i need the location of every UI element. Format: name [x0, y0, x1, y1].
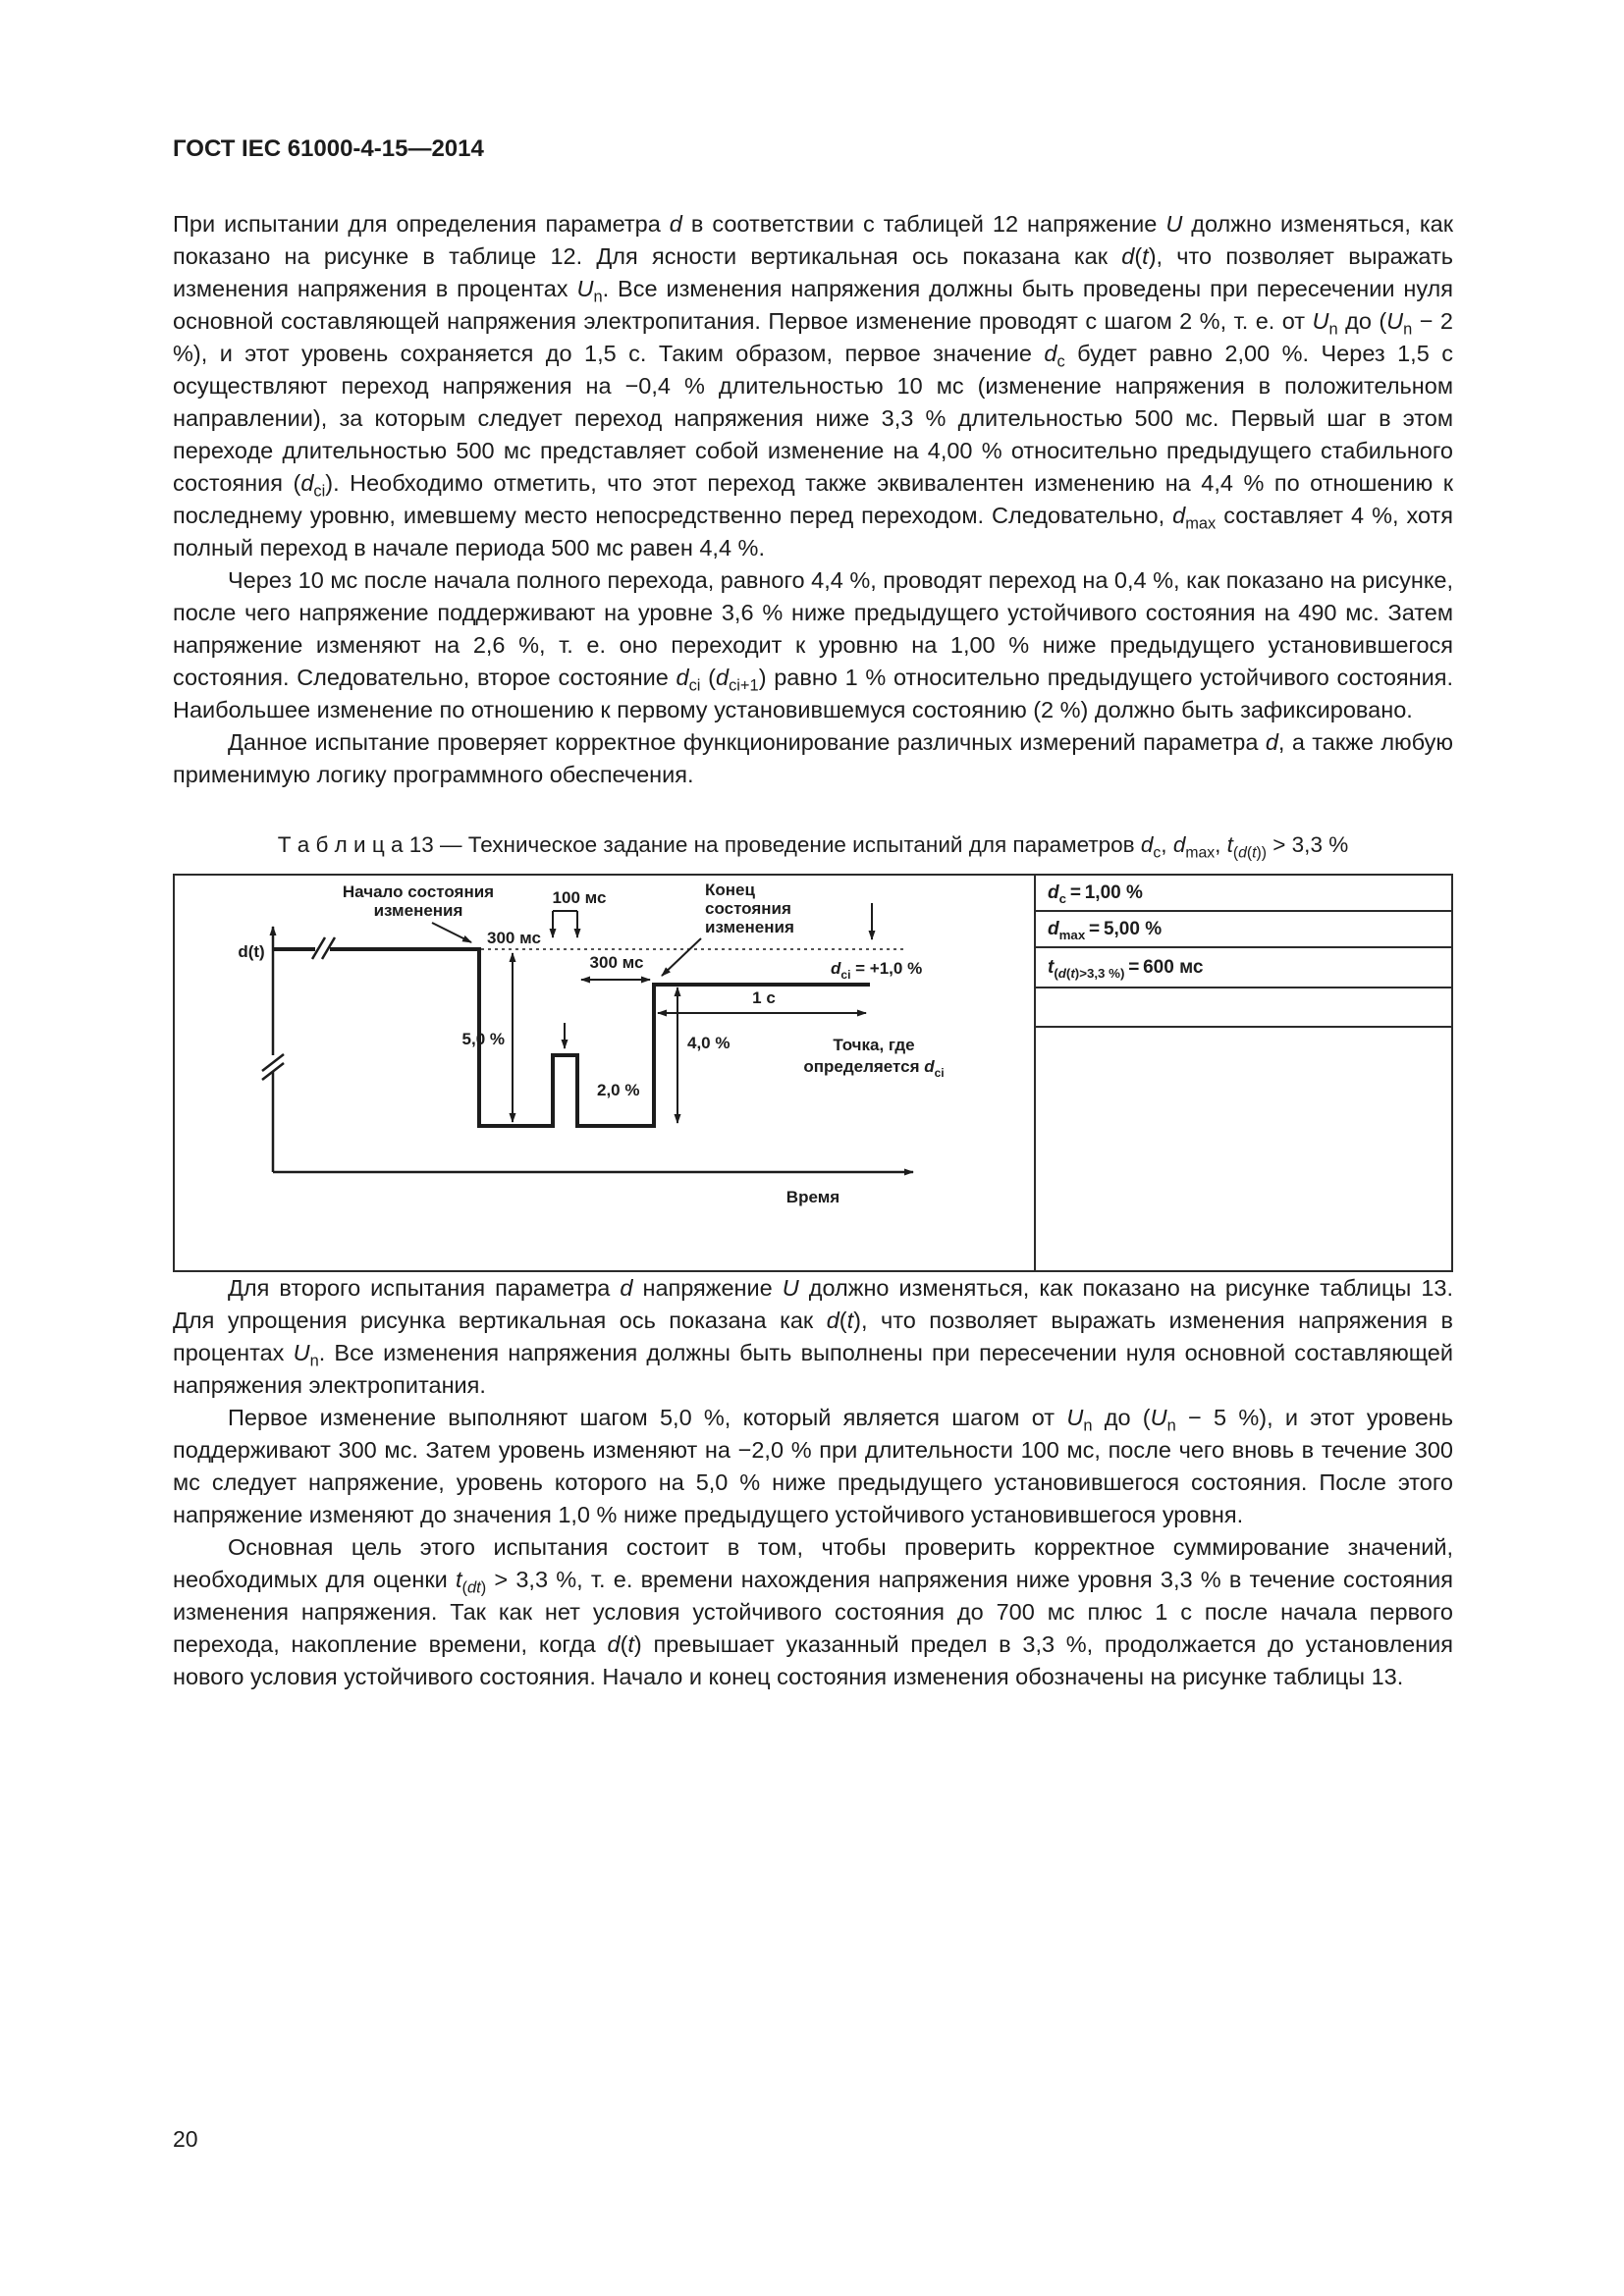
measure-5pct-label: 5,0 % — [462, 1030, 505, 1048]
measure-4pct-label: 4,0 % — [687, 1034, 730, 1052]
table-13: d(t) Время — [173, 874, 1453, 1272]
paragraph-2: Через 10 мс после начала полного переход… — [173, 567, 1454, 722]
start-of-change-arrow — [431, 922, 472, 943]
param-dc: dc = 1,00 % — [1036, 876, 1451, 912]
paragraph-5: Первое изменение выполняют шагом 5,0 %, … — [173, 1405, 1453, 1527]
y-axis-label: d(t) — [238, 942, 264, 961]
waveform-figure-cell: d(t) Время — [175, 876, 1034, 1270]
axis-break-top-line — [310, 936, 337, 960]
end-of-change-label-line1: Конец — [705, 881, 755, 899]
duration-300ms-second-label: 300 мс — [590, 953, 644, 972]
page-content: ГОСТ IEC 61000-4-15—2014 При испытании д… — [173, 135, 1453, 1693]
param-dmax: dmax = 5,00 % — [1036, 912, 1451, 948]
waveform-figure: d(t) Время — [238, 881, 944, 1206]
measure-2pct-label: 2,0 % — [597, 1081, 639, 1099]
paragraph-1: При испытании для определения параметра … — [173, 211, 1454, 561]
dci-point-label-line1: Точка, где — [833, 1036, 914, 1054]
end-of-change-arrow — [661, 937, 702, 977]
param-empty-row — [1036, 988, 1451, 1028]
end-of-change-label-line3: изменения — [705, 918, 794, 936]
axis-break-y-axis — [261, 1053, 285, 1081]
table-13-params: dc = 1,00 % dmax = 5,00 % t(d(t)>3,3 %) … — [1034, 876, 1451, 1270]
end-of-change-label-line2: состояния — [705, 899, 791, 918]
dci-value-label: dci = +1,0 % — [831, 959, 922, 982]
paragraph-3: Данное испытание проверяет корректное фу… — [173, 729, 1453, 787]
waveform-path — [273, 947, 870, 1128]
table-caption: Т а б л и ц а 13 — Техническое задание н… — [277, 832, 1349, 862]
paragraph-4: Для второго испытания параметра d напряж… — [173, 1275, 1453, 1398]
duration-1s-label: 1 с — [752, 988, 776, 1007]
paragraph-6: Основная цель этого испытания состоит в … — [173, 1534, 1454, 1689]
time-axis-label: Время — [786, 1188, 839, 1206]
dci-point-label-line2: определяется dci — [803, 1057, 944, 1080]
start-of-change-label-line1: Начало состояния — [343, 882, 494, 901]
param-t-threshold: t(d(t)>3,3 %) = 600 мс — [1036, 948, 1451, 988]
duration-300ms-first-label: 300 мс — [487, 929, 541, 947]
duration-100ms-label: 100 мс — [553, 888, 607, 907]
page-number: 20 — [173, 2126, 198, 2152]
start-of-change-label-line2: изменения — [374, 901, 463, 920]
document-number: ГОСТ IEC 61000-4-15—2014 — [173, 135, 484, 162]
